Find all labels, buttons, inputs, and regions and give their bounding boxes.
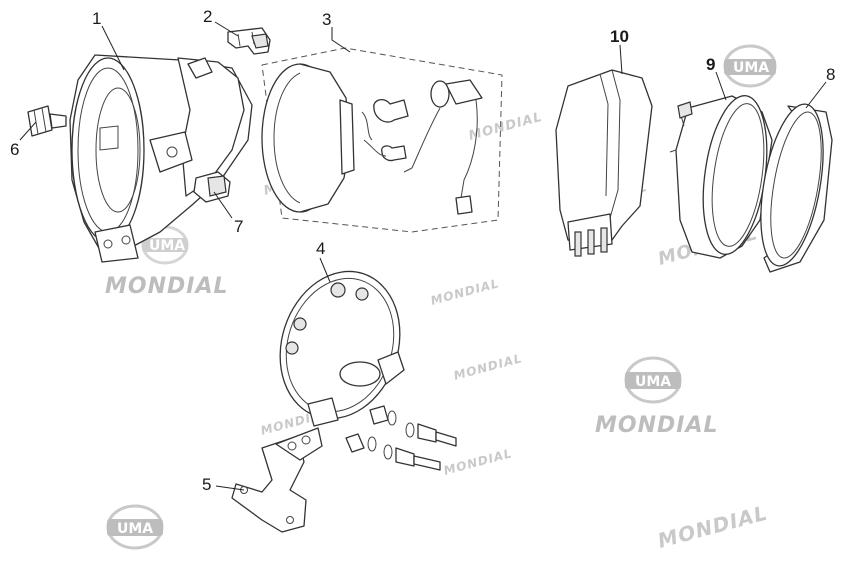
callout-labels: 1 2 3 4 5 6 7 8 9 10 xyxy=(10,7,835,494)
uma-logo: UMA xyxy=(106,504,164,550)
logo-text: UMA xyxy=(733,60,769,76)
callout-1: 1 xyxy=(92,9,101,28)
bolts xyxy=(345,405,457,471)
logo-text: UMA xyxy=(635,374,671,390)
part-7-knob xyxy=(193,171,231,203)
part-5-bracket xyxy=(231,427,323,533)
part-8-bezel-ring xyxy=(760,103,833,273)
watermark-brand: MONDIAL xyxy=(655,500,770,552)
callout-4: 4 xyxy=(316,239,325,258)
callout-2: 2 xyxy=(203,7,212,26)
part-1-headlamp-housing xyxy=(69,54,253,263)
callout-5: 5 xyxy=(202,475,211,494)
leader-lines xyxy=(19,21,827,491)
part-10-instrument-case xyxy=(555,69,653,257)
watermark-brand: MONDIAL xyxy=(595,413,719,438)
part-4-mounting-ring xyxy=(279,270,457,471)
watermark-brand: MONDIAL xyxy=(429,276,501,308)
callout-8: 8 xyxy=(826,65,835,84)
watermark-brand: MONDIAL xyxy=(442,446,514,478)
callout-6: 6 xyxy=(10,140,19,159)
watermark-brand: MONDIAL xyxy=(452,351,524,383)
callout-7: 7 xyxy=(234,217,243,236)
callout-3: 3 xyxy=(322,10,331,29)
uma-logo: UMA xyxy=(624,356,682,404)
part-2-clip xyxy=(227,27,271,55)
watermark-brand: MONDIAL xyxy=(105,274,229,299)
part-3-lamp-unit xyxy=(261,47,503,233)
callout-10: 10 xyxy=(610,27,629,46)
logo-text: UMA xyxy=(117,521,153,537)
logo-text: UMA xyxy=(149,238,185,254)
callout-9: 9 xyxy=(706,55,715,74)
watermark-brand: MONDIAL xyxy=(467,110,544,144)
part-6-adjust-screw xyxy=(27,105,67,137)
uma-logo: UMA xyxy=(141,225,189,265)
part-9-gauge xyxy=(669,95,773,259)
uma-logo: UMA xyxy=(723,44,777,88)
